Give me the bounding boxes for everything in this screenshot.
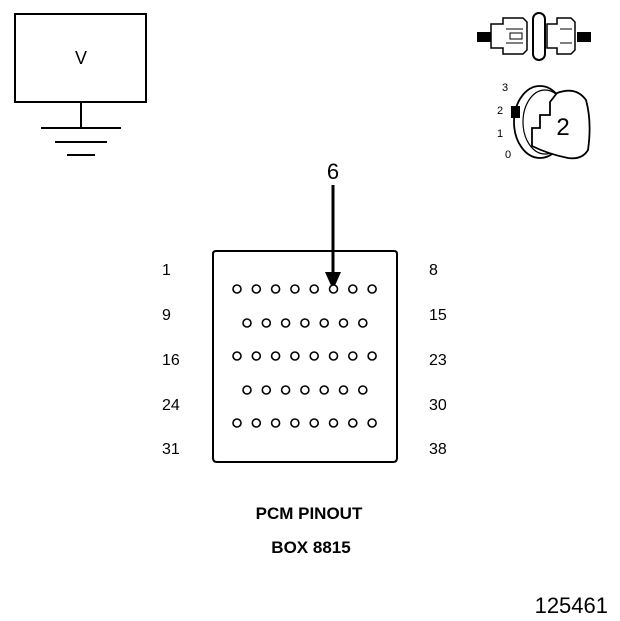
pin-cavity xyxy=(280,385,291,395)
row-end-pin-number: 30 xyxy=(429,397,447,414)
pin-cavity xyxy=(300,318,310,328)
pin-cavity xyxy=(328,284,339,294)
pin-cavity xyxy=(290,351,300,361)
pin-cavity xyxy=(328,351,339,361)
row-start-pin-number: 16 xyxy=(162,352,180,369)
pin-cavity xyxy=(338,385,349,395)
row-start-pin-number: 24 xyxy=(162,397,180,414)
callout-arrow-head xyxy=(325,272,341,290)
row-end-pin-number: 38 xyxy=(429,441,447,458)
pin-cavity xyxy=(242,385,252,395)
pin-cavity xyxy=(251,284,262,294)
pin-cavity xyxy=(251,418,262,428)
figure-number: 125461 xyxy=(535,593,608,618)
caption-subtitle: BOX 8815 xyxy=(271,538,350,557)
ignition-position-label: 3 xyxy=(502,82,508,94)
pin-cavity xyxy=(290,284,300,294)
key-icon xyxy=(531,89,591,160)
pin-cavity xyxy=(367,284,377,294)
pin-cavity xyxy=(300,385,310,395)
caption-title: PCM PINOUT xyxy=(256,504,363,523)
connector-disconnected-icon xyxy=(477,12,591,61)
pin-cavity xyxy=(319,318,330,328)
pin-cavity xyxy=(319,385,330,395)
row-start-pin-number: 9 xyxy=(162,307,171,324)
pin-cavity xyxy=(328,418,339,428)
pin-cavity xyxy=(357,318,368,328)
row-end-pin-number: 23 xyxy=(429,352,447,369)
pin-number-labels: 1 8 9 15 16 23 24 30 31 38 xyxy=(162,262,447,458)
pin-cavity xyxy=(280,318,291,328)
pin-cavity xyxy=(232,351,242,361)
ignition-position-label: 0 xyxy=(505,149,511,161)
pin-cavity xyxy=(242,318,252,328)
voltmeter-symbol: V xyxy=(14,13,147,156)
callout-pin-number: 6 xyxy=(327,159,339,184)
pin-callout: 6 xyxy=(325,159,341,290)
ignition-position-marker xyxy=(511,106,520,118)
ignition-position-label: 1 xyxy=(497,128,503,140)
pin-cavity xyxy=(270,284,281,294)
pin-rows xyxy=(232,284,377,428)
pin-cavity xyxy=(309,351,320,361)
ground-icon xyxy=(41,102,121,156)
pin-cavity xyxy=(309,418,320,428)
row-end-pin-number: 15 xyxy=(429,307,447,324)
pin-cavity xyxy=(367,351,377,361)
key-label: 2 xyxy=(556,114,569,141)
pin-cavity xyxy=(232,284,242,294)
pin-cavity xyxy=(270,418,281,428)
pin-cavity xyxy=(290,418,300,428)
pin-cavity xyxy=(261,318,272,328)
pcm-connector-outline xyxy=(212,250,398,463)
pin-cavity xyxy=(261,385,272,395)
pin-cavity xyxy=(232,418,242,428)
row-start-pin-number: 31 xyxy=(162,441,180,458)
pin-cavity xyxy=(367,418,377,428)
pin-cavity xyxy=(251,351,262,361)
ignition-switch-icon: 3 2 1 0 2 xyxy=(497,82,591,161)
pin-cavity xyxy=(347,418,358,428)
pin-cavity xyxy=(347,284,358,294)
pin-cavity xyxy=(338,318,349,328)
ignition-position-label: 2 xyxy=(497,105,503,117)
pin-cavity xyxy=(309,284,320,294)
row-end-pin-number: 8 xyxy=(429,262,438,279)
pin-cavity xyxy=(270,351,281,361)
voltmeter-label: V xyxy=(75,48,87,68)
row-start-pin-number: 1 xyxy=(162,262,171,279)
pin-cavity xyxy=(347,351,358,361)
pin-cavity xyxy=(357,385,368,395)
